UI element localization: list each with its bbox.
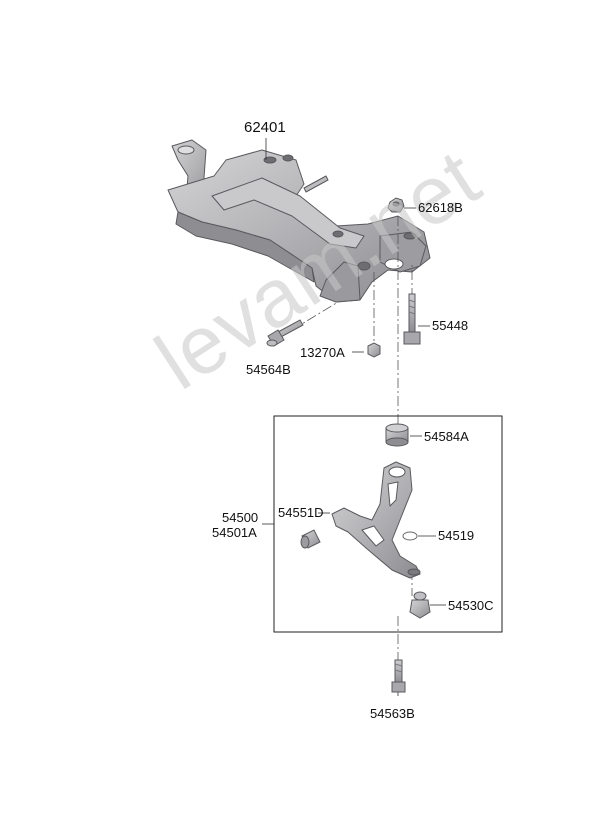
label-54501a[interactable]: 54501A [212,525,257,540]
lower-arm-body [331,461,421,579]
label-54584a[interactable]: 54584A [424,429,469,444]
ball-joint-54530c-part [409,591,431,619]
nut-13270a-part [367,342,381,358]
label-55448[interactable]: 55448 [432,318,469,333]
lower-arm-balljoint-seat [407,568,421,576]
crossmember-part [167,139,431,303]
label-54500[interactable]: 54500 [222,510,259,525]
bolt-54563b-part [391,659,406,693]
crossmember-stud [303,175,329,193]
label-54563b[interactable]: 54563B [370,706,415,721]
arm-assembly-frame [273,415,503,633]
label-54564b[interactable]: 54564B [246,362,291,377]
bushing-54551d-part [300,529,321,549]
ring-54519-part [402,531,418,541]
label-62618b[interactable]: 62618B [418,200,463,215]
lower-arm-cutout-rear [361,525,385,547]
lower-arm-cutout-front [387,481,399,507]
label-54551d[interactable]: 54551D [278,505,324,520]
lower-arm-front-eye [388,466,406,478]
lower-arm-part [331,461,421,579]
label-13270a[interactable]: 13270A [300,345,345,360]
label-54530c[interactable]: 54530C [448,598,494,613]
bushing-54584a-part [385,423,409,447]
bolt-55448-part [403,293,421,345]
crossmember-rail [211,177,365,249]
nut-62618b-part [387,197,405,213]
label-54519[interactable]: 54519 [438,528,475,543]
bolt-54564b-part [266,319,304,347]
crossmember-rear-arm [319,261,361,303]
crossmember-flange [175,211,315,283]
label-62401[interactable]: 62401 [244,119,286,136]
